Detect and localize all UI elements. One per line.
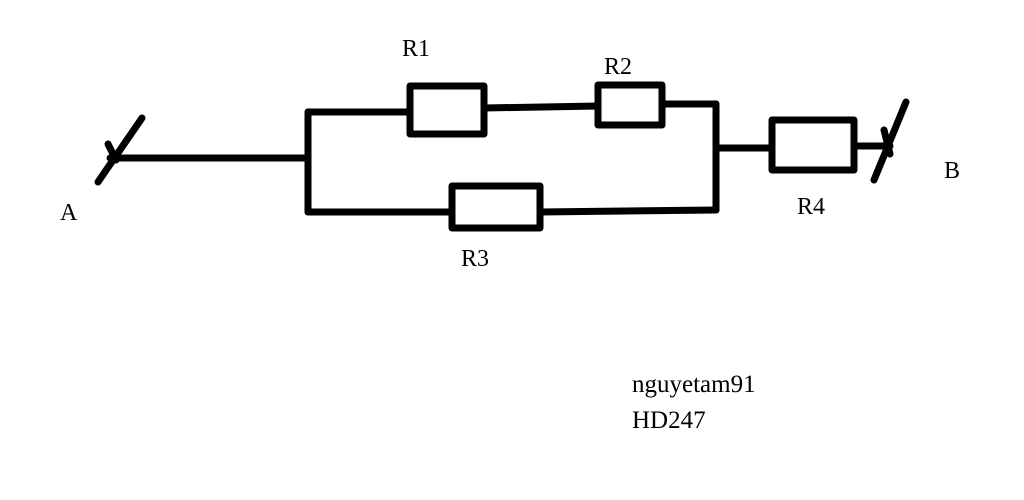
terminal-a-slash (94, 114, 146, 186)
terminal-b-tick (880, 126, 894, 158)
resistor-r3-body (448, 182, 544, 232)
wire-r1-to-r2 (480, 102, 602, 112)
resistor-r1-body (406, 82, 488, 138)
resistor-r4-body (768, 116, 858, 174)
resistor-r4-label: R4 (797, 194, 825, 220)
terminal-a-label: A (60, 200, 78, 226)
credit-author: nguyetam91 (632, 371, 756, 398)
resistor-r2-label: R2 (604, 54, 632, 80)
terminal-b-label: B (944, 158, 960, 184)
resistor-r2-body (594, 81, 666, 129)
resistor-r1-label: R1 (402, 36, 430, 62)
credit-site: HD247 (632, 407, 706, 434)
wire-r3-to-right (536, 206, 720, 216)
resistor-r3-label: R3 (461, 246, 489, 272)
